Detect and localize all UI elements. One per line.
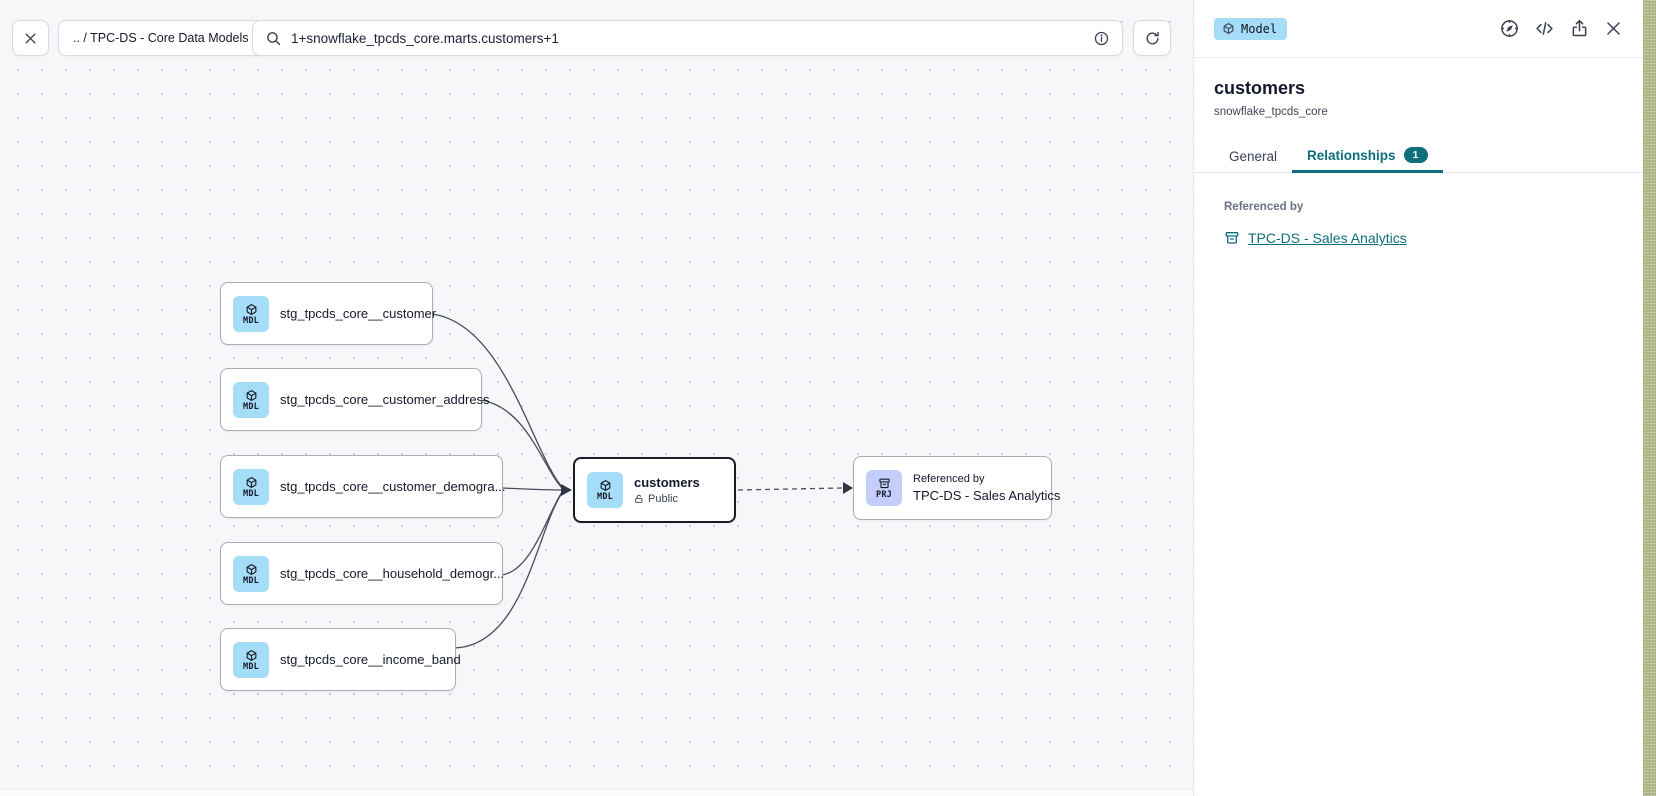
tab-general[interactable]: General [1214, 140, 1292, 173]
project-node-icon: PRJ [866, 470, 902, 506]
tab-relationships[interactable]: Relationships 1 [1292, 140, 1443, 173]
share-icon[interactable] [1569, 18, 1590, 39]
edge-customers-to-project [738, 488, 843, 490]
cube-icon [245, 563, 258, 576]
model-node-icon: MDL [233, 296, 269, 332]
referenced-by-heading: Referenced by [1224, 201, 1613, 213]
lock-open-icon [634, 494, 644, 504]
refresh-button[interactable] [1133, 20, 1171, 56]
relationships-count-badge: 1 [1404, 147, 1428, 163]
model-node-icon: MDL [233, 382, 269, 418]
node-stg-tpcds-core-customer[interactable]: MDL stg_tpcds_core__customer [220, 282, 433, 345]
refresh-icon [1144, 30, 1161, 47]
horizontal-scrollbar[interactable] [0, 789, 1193, 796]
close-icon [23, 31, 38, 46]
compass-icon[interactable] [1499, 18, 1520, 39]
model-type-badge: Model [1214, 18, 1287, 40]
referenced-by-item: TPC-DS - Sales Analytics [1224, 230, 1613, 246]
panel-tabs: General Relationships 1 [1194, 140, 1643, 173]
archive-icon [878, 477, 891, 490]
node-customers-selected[interactable]: MDL customers Public [573, 457, 736, 523]
edge-customer-demographics-to-customers [502, 488, 562, 490]
cube-icon [599, 479, 612, 492]
info-icon[interactable] [1093, 30, 1110, 47]
arrowhead-into-project [843, 482, 853, 494]
referenced-by-overline: Referenced by [913, 473, 1060, 485]
close-panel-icon[interactable] [1604, 19, 1623, 38]
cube-icon [245, 389, 258, 402]
node-stg-tpcds-core-income-band[interactable]: MDL stg_tpcds_core__income_band [220, 628, 456, 691]
arrowhead-into-customers [561, 484, 572, 496]
package-subtitle: snowflake_tpcds_core [1214, 106, 1623, 118]
cube-icon [245, 649, 258, 662]
model-node-icon: MDL [233, 469, 269, 505]
desktop-wallpaper-edge [1643, 0, 1656, 796]
node-project-tpcds-sales-analytics[interactable]: PRJ Referenced by TPC-DS - Sales Analyti… [853, 456, 1052, 520]
referenced-by-project-link[interactable]: TPC-DS - Sales Analytics [1248, 230, 1407, 246]
archive-icon [1224, 230, 1240, 246]
code-icon[interactable] [1534, 18, 1555, 39]
lineage-edges [0, 0, 1193, 796]
model-node-icon: MDL [233, 556, 269, 592]
model-node-icon: MDL [233, 642, 269, 678]
cube-icon [1222, 22, 1235, 35]
cube-icon [245, 303, 258, 316]
search-icon [265, 30, 282, 47]
lineage-search-bar[interactable] [252, 20, 1123, 56]
node-stg-tpcds-core-customer-demographics[interactable]: MDL stg_tpcds_core__customer_demogra... [220, 455, 503, 518]
node-stg-tpcds-core-household-demographics[interactable]: MDL stg_tpcds_core__household_demogr... [220, 542, 503, 605]
close-lineage-button[interactable] [12, 20, 49, 56]
visibility-label: Public [648, 493, 678, 505]
cube-icon [245, 476, 258, 489]
node-stg-tpcds-core-customer-address[interactable]: MDL stg_tpcds_core__customer_address [220, 368, 482, 431]
model-node-icon: MDL [587, 472, 623, 508]
lineage-canvas[interactable]: MDL stg_tpcds_core__customer MDL stg_tpc… [0, 0, 1193, 796]
details-panel: Model customers snowflake_tpcds_core Gen… [1193, 0, 1643, 796]
page-title: customers [1214, 78, 1623, 99]
breadcrumb[interactable]: .. / TPC-DS - Core Data Models [58, 20, 264, 56]
edge-household-demographics-to-customers [502, 492, 562, 575]
search-input[interactable] [291, 31, 1084, 46]
panel-header: Model [1194, 0, 1643, 58]
